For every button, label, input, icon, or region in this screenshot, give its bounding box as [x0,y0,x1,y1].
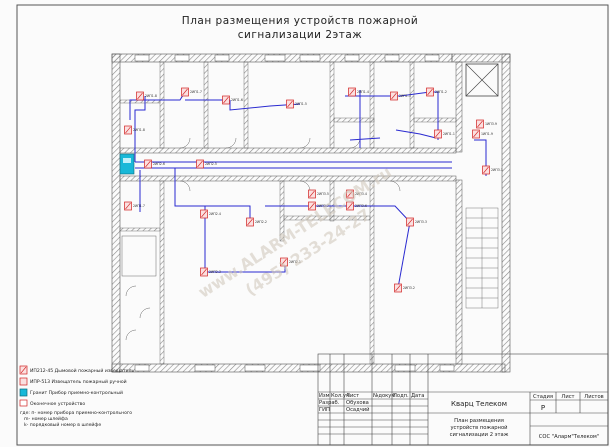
device-label: 2ИП2.5 [205,162,217,166]
legend-note-3: k- порядковый номер в шлейфе [24,421,101,428]
stamp-col-sign: Подп. [393,393,409,399]
stamp-company: Кварц Телеком [451,400,507,408]
device-label: 2ИП2.1 [289,260,301,264]
plan-title-line1: План размещения устройств пожарной [182,15,418,27]
stamp-sheet-label: Лист [561,394,574,400]
stamp-sheet-name-3: сигнализации 2 этаж [450,432,509,438]
legend-item-1: ИП212-45 Дымовой пожарный извещатель [30,367,134,374]
detector-devices: 2ИП1.8 2ИП1.7 2ИП1.6 2ИП1.5 2ИП1.4 2ИП1.3 2ИП1… [124,87,503,293]
smoke-detector: 2ИП3.5 [308,189,329,199]
device-label: 2ИП1.2 [435,90,447,94]
legend-item-2: ИПР-513 Извещатель пожарный ручной [30,378,127,385]
fire-control-panel [119,153,135,175]
smoke-detector: 2ИП3.7 [308,201,329,211]
stamp-col-date: Дата [411,393,424,399]
smoke-detector: 2ИП1.4 [348,87,369,97]
device-label: 2ИП2.2 [255,220,267,224]
sheet-frame [16,4,609,446]
device-label: 1ИП1.9 [481,132,493,136]
staircase [465,207,499,309]
watermark: www.ALARM-TELECOM.ru (495) 233-24-27 [195,162,395,301]
stamp-system: СОС "Аларм"Телеком" [539,434,599,440]
stamp-stage-value: Р [541,404,545,412]
stamp-col-kol: Кол.уч [331,393,349,399]
device-label: 2ИП3.4 [355,192,367,196]
smoke-detector: 1ИП1.9 [472,129,493,139]
stamp-sheet-name-1: План размещения [454,418,504,424]
device-label: 2ИП3.2 [403,286,415,290]
stamp-col-izm: Изм [319,393,330,399]
device-label: 2ИП1.7 [190,90,202,94]
smoke-detector: 2ИП2.2 [246,217,267,227]
stamp-stage-label: Стадия [533,394,553,400]
plan-title-line2: сигнализации 2этаж [238,29,363,41]
device-label: 2ИП3.7 [317,204,329,208]
smoke-detector: 2ИП1.7 [124,201,145,211]
stamp-role-gip: ГИП [319,407,330,413]
device-label: 2ИП1.1 [443,132,455,136]
elevator-shaft [465,63,499,97]
smoke-detector: 2ИП1.8 [124,125,145,135]
smoke-detector: 2ИП2.6 [144,159,165,169]
smoke-detector: 2ИП1.5 [286,99,307,109]
smoke-detector: 2ИП1.1 [434,129,455,139]
smoke-detector: 2ИП3.3 [406,217,427,227]
device-label: 2ИП1.8 [145,94,157,98]
smoke-detector: 2ИП3.4 [346,189,367,199]
smoke-detector: 2ИП2.1 [280,257,301,267]
device-label: 1ИП3.9 [485,122,497,126]
device-label: 2ИП2.3 [209,270,221,274]
smoke-detector: 1ИП3.9 [476,119,497,129]
smoke-detector: 2ИП1.3 [390,91,411,101]
watermark-site: www.ALARM-TELECOM.ru [195,162,395,301]
device-label: 2ИП3.6 [355,204,367,208]
smoke-detector: 2ИП2.3 [200,267,221,277]
legend-item-3: Гранит Прибор приемно-контрольный [30,389,123,396]
smoke-detector: 2ИП1.7 [181,87,202,97]
title-block [317,353,609,446]
manual-call-point-icon [19,377,28,386]
smoke-detector: 2ИП3.2 [394,283,415,293]
control-panel-icon [19,388,28,397]
stamp-sheets-label: Листов [584,394,603,400]
smoke-detector: 2ИП1.2 [426,87,447,97]
stamp-role-developer: Разраб. [319,400,340,406]
legend-note-2: m- номер шлейфа [24,415,68,422]
end-device-icon [19,399,28,407]
device-label: 2ИП1.4 [357,90,369,94]
smoke-detector: 2ИП2.5 [196,159,217,169]
device-label: 2ИП2.4 [209,212,221,216]
device-label: 2ИП1.8 [133,128,145,132]
legend-note-1: где: п- номер прибора приемно-контрольно… [20,410,132,416]
sanitary-area [121,235,157,341]
device-label: 2ИП2.6 [153,162,165,166]
windows [134,54,455,372]
smoke-detector: 2ИП3.1 [482,165,503,175]
device-label: 2ИП3.1 [491,168,503,172]
stamp-sheet-name-2: устройств пожарной [450,424,507,431]
smoke-detector: 2ИП2.4 [200,209,221,219]
smoke-detector: 2ИП3.6 [346,201,367,211]
device-label: 2ИП3.3 [415,220,427,224]
alarm-loop-cables [129,90,487,289]
device-label: 2ИП1.5 [295,102,307,106]
legend: ИП212-45 Дымовой пожарный извещатель ИПР… [19,365,134,428]
stamp-name-gip: Осадчий [346,406,370,413]
stamp-name-developer: Обухова [346,400,369,406]
stamp-col-doc: №докум [373,393,395,399]
device-label: 2ИП1.6 [231,98,243,102]
legend-item-4: Оконечное устройство [30,400,85,407]
smoke-detector: 2ИП1.6 [222,95,243,105]
device-label: 2ИП3.5 [317,192,329,196]
device-label: 2ИП1.3 [399,94,411,98]
stamp-col-list: Лист [346,393,359,399]
smoke-detector: 2ИП1.8 [136,91,157,101]
device-label: 2ИП1.7 [133,204,145,208]
